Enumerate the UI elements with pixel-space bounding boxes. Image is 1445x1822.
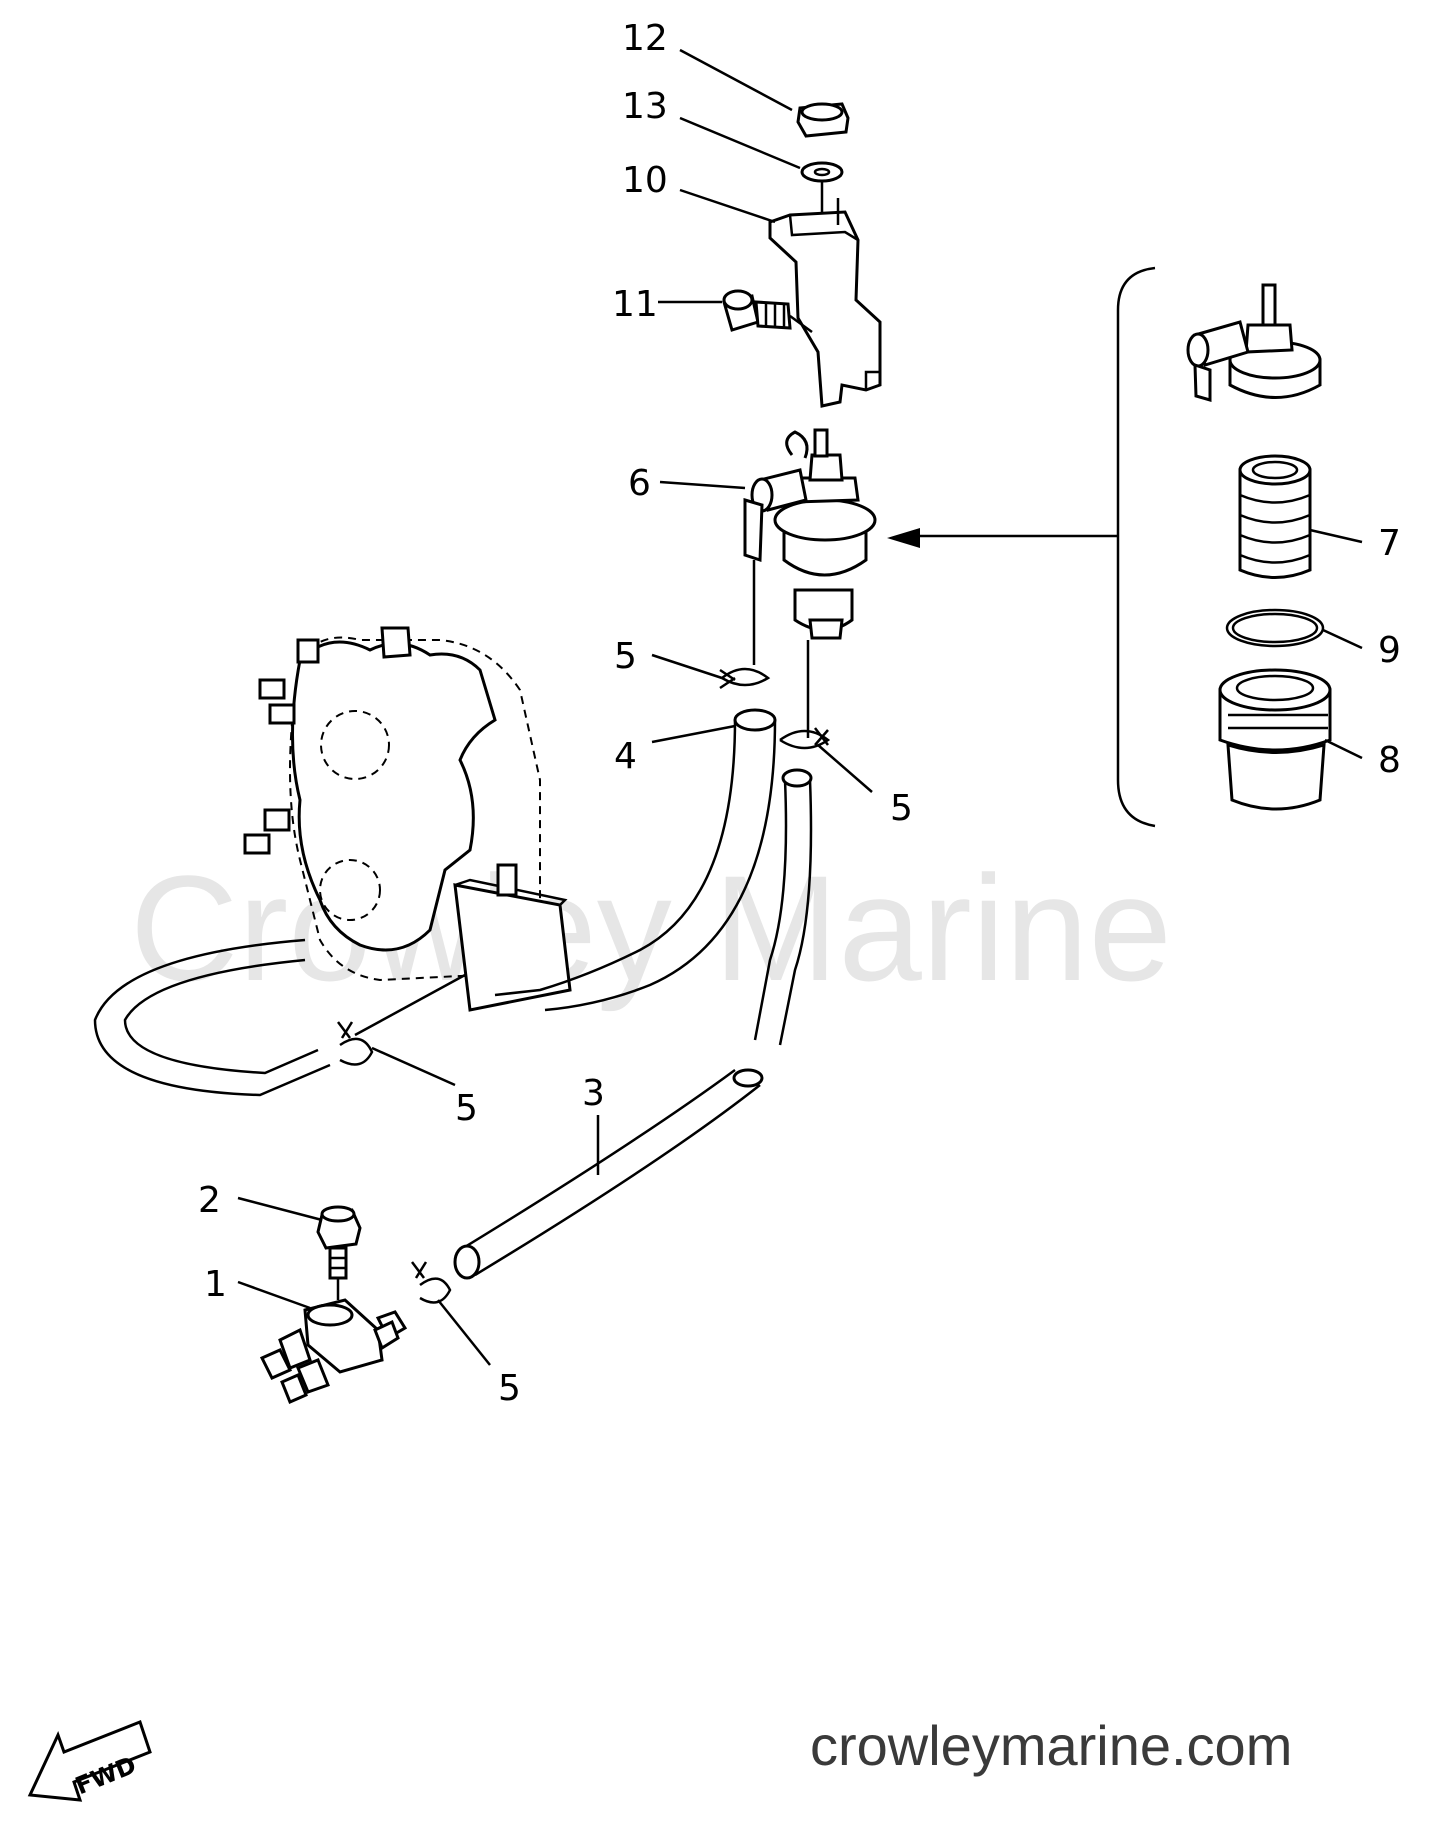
leader-lines — [237, 48, 1363, 1366]
site-url: crowleymarine.com — [810, 1714, 1292, 1777]
callout-4: 4 — [614, 736, 637, 777]
filter-cap-detail — [1186, 283, 1322, 402]
carburetor-assembly — [243, 626, 572, 1037]
callout-2: 2 — [198, 1180, 221, 1221]
callout-12: 12 — [622, 18, 668, 59]
part-5-clip[interactable] — [337, 1021, 374, 1066]
callout-11: 11 — [612, 284, 658, 325]
part-7-filter-element[interactable] — [1238, 454, 1312, 579]
part-2-bolt[interactable] — [316, 1205, 362, 1300]
filter-exploded-view — [887, 266, 1322, 828]
callout-7: 7 — [1378, 523, 1401, 564]
part-10-bracket[interactable] — [768, 198, 882, 408]
callout-5-pump: 5 — [455, 1088, 478, 1129]
part-9-o-ring[interactable] — [1225, 608, 1325, 648]
part-11-screw[interactable] — [722, 289, 813, 334]
part-5-clip[interactable] — [411, 1261, 452, 1304]
part-3-fuel-hose[interactable] — [453, 768, 813, 1280]
callout-3: 3 — [582, 1073, 605, 1114]
callout-1: 1 — [204, 1264, 227, 1305]
part-5-clip[interactable] — [719, 667, 771, 690]
callout-5-filter-inlet: 5 — [614, 636, 637, 677]
callout-9: 9 — [1378, 630, 1401, 671]
callout-8: 8 — [1378, 740, 1401, 781]
watermark-text: Crowley Marine — [130, 844, 1172, 1012]
forward-arrow-icon: FWD — [27, 1720, 152, 1802]
part-1-joint[interactable] — [259, 1298, 408, 1404]
callout-13: 13 — [622, 86, 668, 127]
part-12-nut[interactable] — [796, 102, 850, 138]
part-5-clip[interactable] — [779, 727, 831, 750]
callout-5-joint: 5 — [498, 1368, 521, 1409]
part-4-fuel-hose[interactable] — [93, 708, 777, 1097]
callout-5-filter-outlet: 5 — [890, 788, 913, 829]
callout-6: 6 — [628, 463, 651, 504]
part-6-fuel-filter[interactable] — [743, 428, 877, 738]
callout-10: 10 — [622, 160, 668, 201]
part-8-filter-cup[interactable] — [1218, 668, 1332, 811]
